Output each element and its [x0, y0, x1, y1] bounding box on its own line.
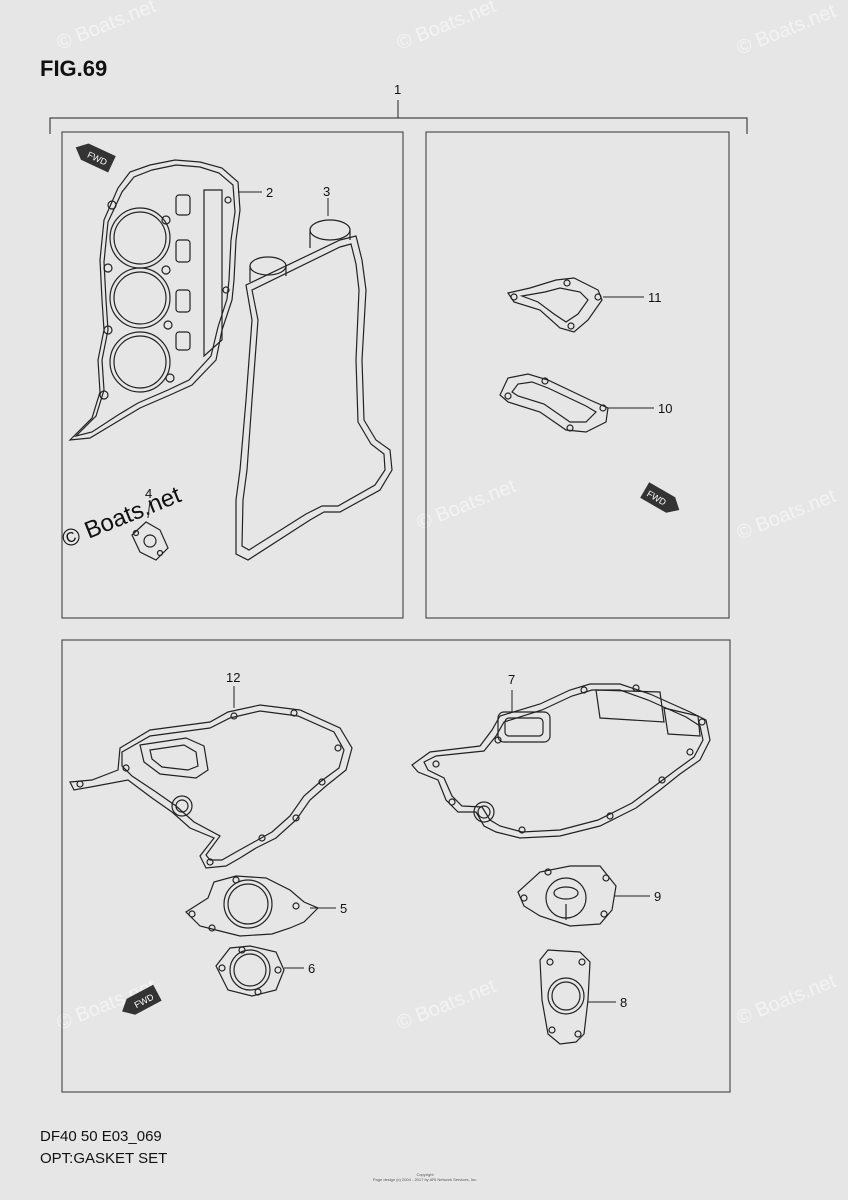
fwd-arrow-icon: FWD: [640, 482, 680, 513]
part-8-gasket: [539, 949, 591, 1045]
svg-text:© Boats.net: © Boats.net: [734, 485, 840, 545]
callout-12: 12: [226, 670, 240, 685]
part-3-head-cover-gasket: [235, 219, 393, 561]
part-7-gasket: [411, 683, 711, 839]
callout-3: 3: [323, 184, 330, 199]
copyright-line-2: Page design (c) 2004 - 2017 by ARI Netwo…: [372, 1177, 478, 1182]
svg-text:© Boats.net: © Boats.net: [394, 975, 500, 1035]
part-2-cylinder-head-gasket: [68, 159, 241, 441]
svg-text:© Boats.net: © Boats.net: [734, 0, 840, 60]
svg-text:© Boats.net: © Boats.net: [734, 970, 840, 1030]
part-5-gasket: [185, 875, 320, 937]
callout-7: 7: [508, 672, 515, 687]
watermarks: © Boats.net © Boats.net © Boats.net © Bo…: [54, 0, 840, 1035]
callout-1: 1: [394, 82, 401, 97]
callout-10: 10: [658, 401, 672, 416]
panel-bottom: [61, 639, 731, 1093]
leader-4: [147, 499, 151, 519]
fwd-arrow-icon: FWD: [122, 984, 162, 1015]
part-4-small-gasket: [131, 521, 169, 561]
svg-text:© Boats.net: © Boats.net: [414, 475, 520, 535]
part-9-gasket: [517, 865, 617, 927]
panel-top-left: [61, 131, 404, 619]
fwd-arrow-icon: FWD: [75, 143, 116, 173]
svg-text:© Boats.net: © Boats.net: [394, 0, 500, 55]
set-name: OPT:GASKET SET: [40, 1150, 168, 1167]
model-code: DF40 50 E03_069: [40, 1128, 162, 1145]
part-10-gasket: [499, 373, 609, 433]
part-12-gasket: [69, 704, 353, 869]
copyright-notice: Copyright Page design (c) 2004 - 2017 by…: [330, 1172, 520, 1182]
copyright-line-1: Copyright: [416, 1172, 434, 1177]
callout-9: 9: [654, 889, 661, 904]
svg-text:© Boats.net: © Boats.net: [54, 0, 160, 55]
callout-2: 2: [266, 185, 273, 200]
part-11-gasket: [507, 277, 603, 333]
callout-4: 4: [145, 486, 152, 501]
part-6-gasket: [215, 945, 285, 997]
callout-11: 11: [648, 290, 662, 305]
figure-title: FIG.69: [40, 56, 108, 81]
set-bracket: [49, 100, 748, 134]
callout-5: 5: [340, 901, 347, 916]
callout-6: 6: [308, 961, 315, 976]
callout-8: 8: [620, 995, 627, 1010]
panel-top-right: [425, 131, 730, 619]
